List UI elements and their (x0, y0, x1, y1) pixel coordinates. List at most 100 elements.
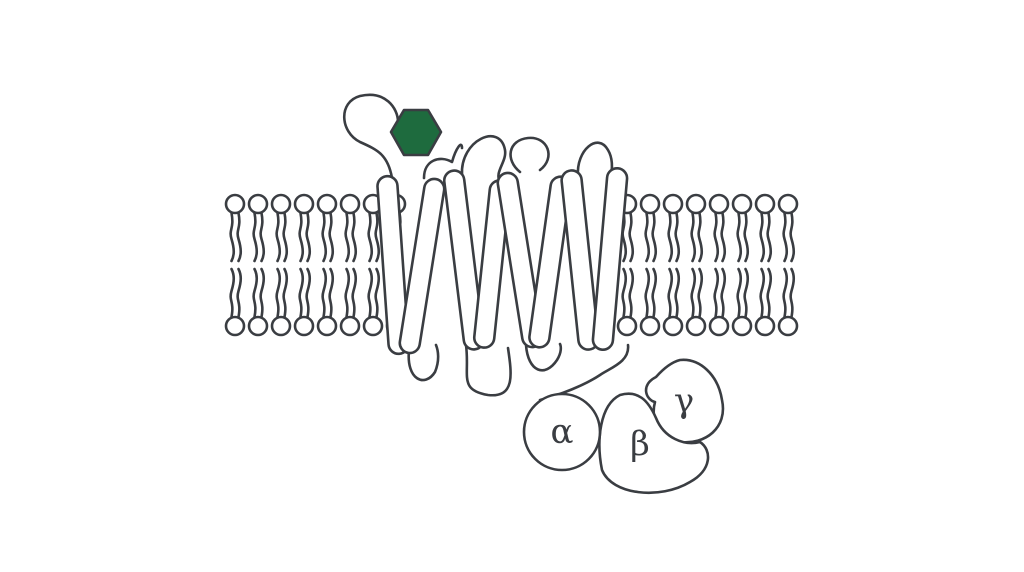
lipid-tail (644, 211, 651, 263)
lipid-molecule (685, 267, 707, 337)
gamma-subunit (644, 358, 725, 444)
lipid-head (777, 193, 799, 215)
lipid-head (708, 193, 730, 215)
lipid-head (731, 193, 753, 215)
helix-7 (560, 169, 600, 351)
g-protein: α β γ (522, 358, 725, 494)
lipid-head (662, 315, 684, 337)
lipid-tail (789, 211, 796, 263)
lipid-tail (259, 211, 266, 263)
lipid-molecule (224, 267, 246, 337)
lipid-molecule (316, 267, 338, 337)
bilayer-right (616, 193, 799, 337)
lipid-tail (328, 267, 335, 319)
bilayer-left (224, 193, 407, 337)
lipid-tail (713, 211, 720, 263)
lipid-tail (229, 211, 236, 263)
alpha-subunit (522, 392, 602, 472)
lipid-molecule (731, 193, 753, 263)
lipid-head (731, 315, 753, 337)
lipid-tail (759, 267, 766, 319)
lipid-tail (321, 267, 328, 319)
lipid-head (777, 315, 799, 337)
lipid-head (754, 315, 776, 337)
beta-subunit (598, 392, 710, 494)
lipid-tail (351, 211, 358, 263)
lipid-tail (651, 267, 658, 319)
lipid-molecule (662, 193, 684, 263)
lipid-tail (720, 211, 727, 263)
lipid-head (754, 193, 776, 215)
helix-8 (591, 167, 629, 351)
lipid-tail (644, 267, 651, 319)
lipid-head (247, 193, 269, 215)
lipid-molecule (316, 193, 338, 263)
lipid-tail (736, 267, 743, 319)
lipid-molecule (270, 267, 292, 337)
lipid-molecule (754, 193, 776, 263)
lipid-tail (344, 211, 351, 263)
lipid-molecule (247, 267, 269, 337)
lipid-molecule (639, 267, 661, 337)
lipid-tail (667, 267, 674, 319)
lipid-head (662, 193, 684, 215)
lipid-tail (259, 267, 266, 319)
lipid-head (639, 315, 661, 337)
extracellular-loop-1 (422, 143, 464, 180)
lipid-tail (667, 211, 674, 263)
lipid-tail (697, 211, 704, 263)
lipid-tail (782, 267, 789, 319)
lipid-head (224, 193, 246, 215)
lipid-tail (367, 211, 374, 263)
intracellular-loops (407, 342, 630, 402)
lipid-molecule (754, 267, 776, 337)
lipid-tail (367, 267, 374, 319)
lipid-tail (766, 211, 773, 263)
helix-1 (376, 174, 410, 356)
n-terminus-loop (343, 93, 400, 180)
lipid-tail (628, 211, 635, 263)
lipid-molecule (616, 267, 638, 337)
beta-label: β (630, 424, 650, 464)
lipid-tail (759, 211, 766, 263)
lipid-tail (328, 211, 335, 263)
lipid-head (339, 315, 361, 337)
lipid-molecule (777, 267, 799, 337)
transmembrane-helices (376, 167, 629, 356)
lipid-molecule (731, 267, 753, 337)
lipid-head (247, 315, 269, 337)
gamma-label: γ (674, 381, 694, 421)
lipid-tail (628, 267, 635, 319)
lipid-head (316, 315, 338, 337)
lipid-head (685, 315, 707, 337)
intracellular-loop-3 (524, 342, 563, 372)
lipid-molecule (362, 267, 384, 337)
lipid-head (270, 315, 292, 337)
intracellular-loop-1 (407, 343, 440, 382)
lipid-head (270, 193, 292, 215)
lipid-tail (674, 211, 681, 263)
helix-2 (398, 177, 446, 355)
lipid-molecule (685, 193, 707, 263)
lipid-tail (321, 211, 328, 263)
lipid-tail (713, 267, 720, 319)
lipid-head (224, 315, 246, 337)
lipid-molecule (339, 193, 361, 263)
lipid-molecule (339, 267, 361, 337)
lipid-tail (720, 267, 727, 319)
lipid-head (362, 315, 384, 337)
lipid-tail (344, 267, 351, 319)
lipid-molecule (293, 267, 315, 337)
lipid-tail (782, 211, 789, 263)
lipid-head (708, 315, 730, 337)
lipid-tail (252, 211, 259, 263)
lipid-tail (690, 211, 697, 263)
lipid-tail (275, 267, 282, 319)
lipid-molecule (662, 267, 684, 337)
extracellular-loop-3 (509, 136, 550, 174)
lipid-tail (651, 211, 658, 263)
lipid-tail (374, 211, 381, 263)
lipid-tail (282, 211, 289, 263)
lipid-tail (697, 267, 704, 319)
lipid-tail (766, 267, 773, 319)
